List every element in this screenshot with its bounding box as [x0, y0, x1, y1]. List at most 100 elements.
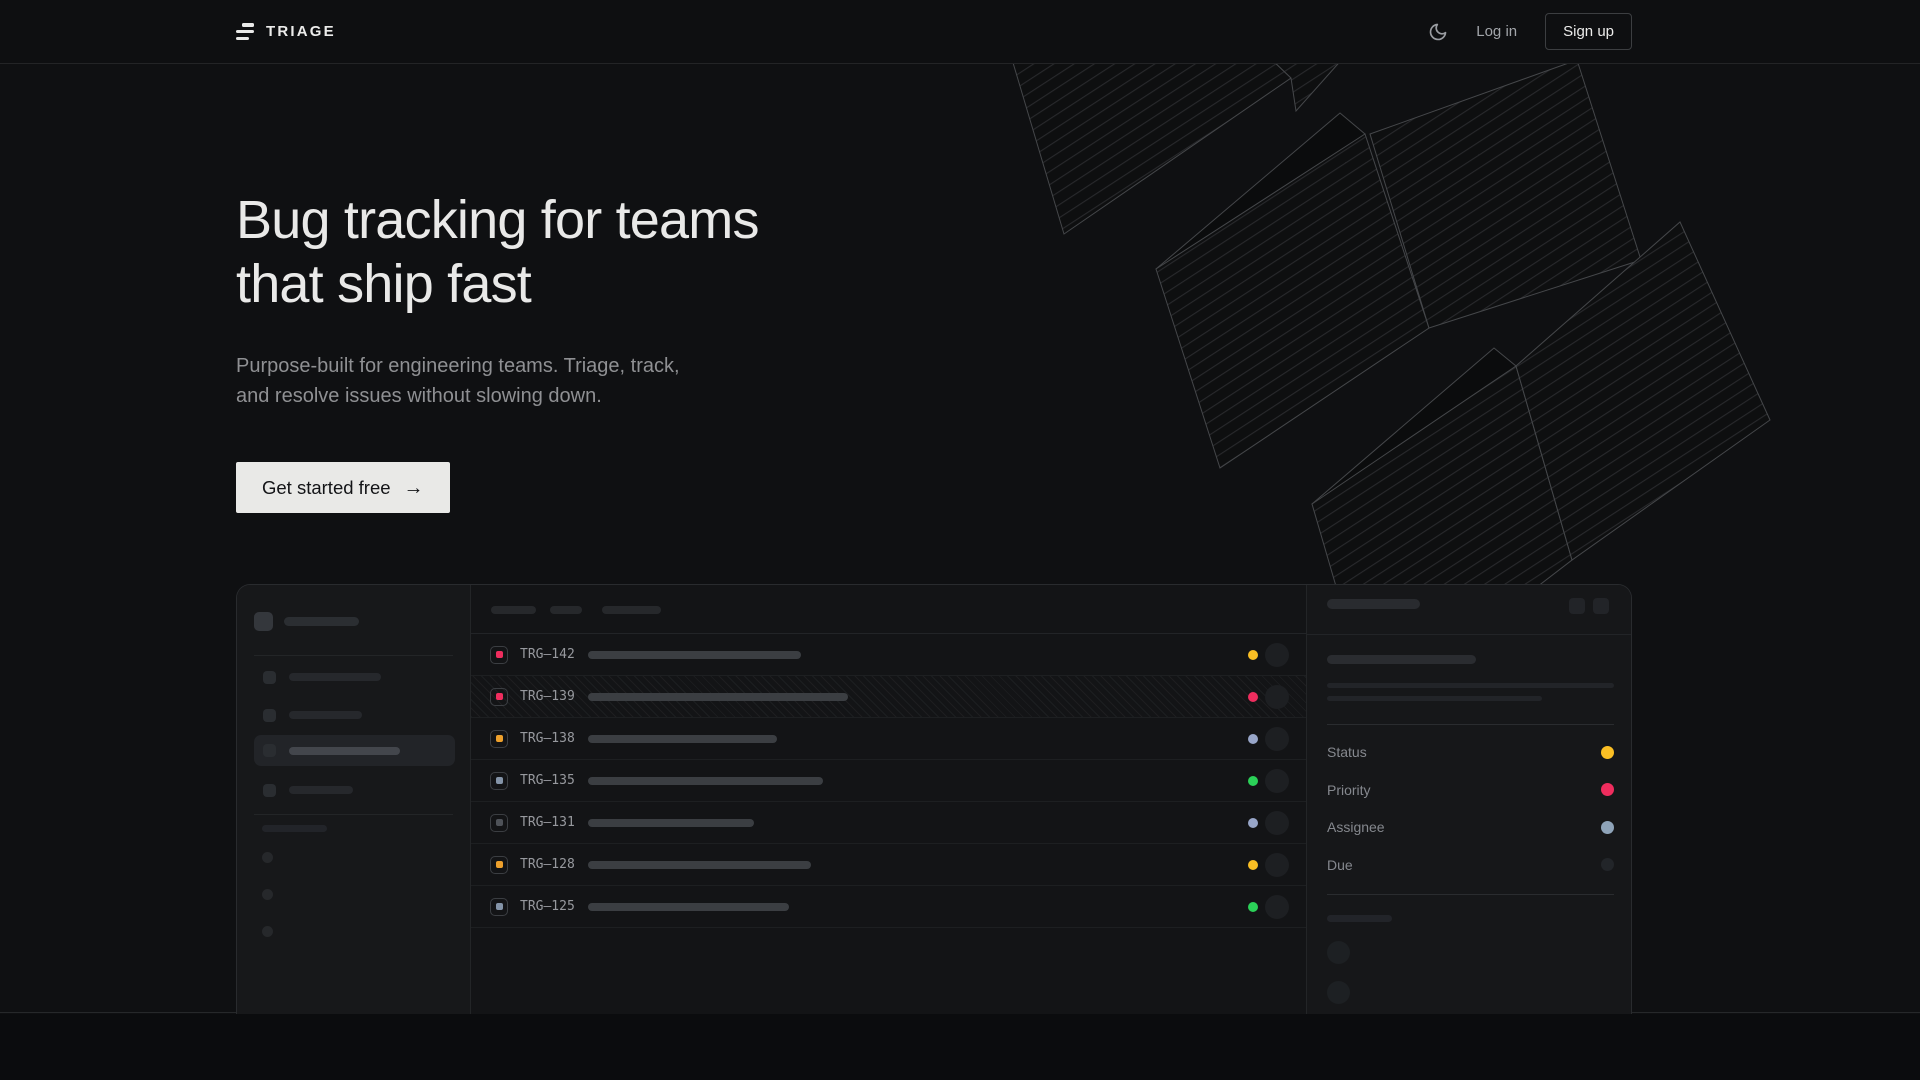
issue-status-dot — [1248, 691, 1258, 702]
detail-divider — [1307, 634, 1631, 635]
hero-section: Bug tracking for teams that ship fast Pu… — [0, 64, 1920, 1077]
mockup-detail-panel: Status Priority Assignee Due — [1306, 585, 1631, 1077]
issue-id: TRG–135 — [520, 773, 575, 788]
detail-title-skeleton — [1327, 655, 1476, 664]
hero-heading-line2: that ship fast — [236, 254, 532, 314]
issue-assignee-avatar — [1265, 726, 1289, 751]
issue-type-icon — [490, 897, 508, 916]
issue-row: TRG–128 — [471, 844, 1306, 886]
detail-header-skeleton — [1327, 599, 1420, 609]
detail-field-dot — [1601, 745, 1614, 759]
issue-type-icon — [490, 729, 508, 748]
detail-field-row: Status — [1327, 742, 1614, 762]
tab-skeleton — [602, 606, 661, 614]
issue-status-dot — [1248, 649, 1258, 660]
issue-status-dot — [1248, 859, 1258, 870]
issue-title-skeleton — [587, 692, 848, 701]
detail-action-skeleton — [1569, 598, 1585, 614]
sidebar-section-skeleton — [262, 825, 327, 832]
login-link[interactable]: Log in — [1476, 23, 1518, 40]
hero-heading: Bug tracking for teams that ship fast — [236, 188, 759, 316]
detail-divider — [1327, 894, 1614, 895]
issue-id: TRG–138 — [520, 731, 575, 746]
issue-row: TRG–142 — [471, 634, 1306, 676]
issue-type-icon — [490, 645, 508, 664]
issue-assignee-avatar — [1265, 768, 1289, 793]
triage-logo-icon — [236, 23, 254, 40]
detail-avatar-skeleton — [1327, 981, 1350, 1004]
issue-type-icon — [490, 687, 508, 706]
detail-field-label: Due — [1327, 856, 1353, 873]
sidebar-dot-skeleton — [262, 889, 273, 900]
issue-type-icon — [490, 813, 508, 832]
top-nav: TRIAGE Log in Sign up — [0, 0, 1920, 64]
issue-id: TRG–131 — [520, 815, 575, 830]
sidebar-divider — [254, 814, 453, 815]
issue-title-skeleton — [587, 818, 754, 827]
hero-heading-line1: Bug tracking for teams — [236, 190, 759, 250]
hero-subtitle: Purpose-built for engineering teams. Tri… — [236, 355, 680, 407]
app-mockup: TRG–142 TRG–139 TRG–138 TRG–135 — [236, 584, 1632, 1077]
issue-title-skeleton — [587, 734, 777, 743]
sidebar-nav-item-active-skeleton — [254, 735, 455, 766]
detail-field-row: Due — [1327, 855, 1614, 875]
footer-band — [0, 1014, 1920, 1080]
detail-field-label: Priority — [1327, 781, 1371, 798]
detail-divider — [1327, 724, 1614, 725]
workspace-name-skeleton — [284, 617, 359, 626]
sidebar-nav-item-skeleton — [254, 702, 455, 728]
sidebar-nav-item-skeleton — [254, 777, 455, 803]
detail-action-skeleton — [1593, 598, 1609, 614]
issue-assignee-avatar — [1265, 642, 1289, 667]
tab-skeleton — [550, 606, 582, 614]
issue-list-header — [471, 585, 1306, 634]
issue-title-skeleton — [587, 860, 811, 869]
sidebar-dot-skeleton — [262, 852, 273, 863]
issue-assignee-avatar — [1265, 894, 1289, 919]
issue-row: TRG–135 — [471, 760, 1306, 802]
brand-name: TRIAGE — [266, 23, 336, 40]
mockup-issue-list: TRG–142 TRG–139 TRG–138 TRG–135 — [471, 585, 1306, 1077]
issue-title-skeleton — [587, 902, 789, 911]
signup-button[interactable]: Sign up — [1545, 13, 1632, 50]
issue-id: TRG–142 — [520, 647, 575, 662]
theme-toggle-button[interactable] — [1428, 22, 1448, 42]
detail-desc-skeleton — [1327, 683, 1614, 688]
issue-row: TRG–131 — [471, 802, 1306, 844]
tab-skeleton — [491, 606, 536, 614]
issue-type-icon — [490, 855, 508, 874]
sidebar-nav-item-skeleton — [254, 664, 455, 690]
issue-id: TRG–125 — [520, 899, 575, 914]
detail-section-skeleton — [1327, 915, 1392, 922]
detail-avatar-skeleton — [1327, 941, 1350, 964]
issue-row: TRG–125 — [471, 886, 1306, 928]
issue-type-icon — [490, 771, 508, 790]
moon-icon — [1429, 23, 1447, 40]
detail-field-dot — [1601, 820, 1614, 834]
cta-label: Get started free — [262, 476, 391, 498]
issue-assignee-avatar — [1265, 852, 1289, 877]
issue-assignee-avatar — [1265, 684, 1289, 709]
issue-assignee-avatar — [1265, 810, 1289, 835]
issue-row: TRG–139 — [471, 676, 1306, 718]
issue-id: TRG–139 — [520, 689, 575, 704]
detail-field-row: Assignee — [1327, 817, 1614, 837]
sidebar-dot-skeleton — [262, 926, 273, 937]
get-started-button[interactable]: Get started free → — [236, 462, 450, 513]
detail-field-dot — [1601, 783, 1614, 796]
brand-logo[interactable]: TRIAGE — [236, 23, 336, 40]
arrow-right-icon: → — [403, 476, 424, 499]
nav-actions: Log in Sign up — [1428, 13, 1632, 50]
detail-field-row: Priority — [1327, 780, 1614, 800]
detail-field-label: Assignee — [1327, 819, 1385, 835]
issue-status-dot — [1248, 817, 1258, 828]
detail-field-dot — [1601, 858, 1614, 871]
issue-title-skeleton — [587, 650, 801, 659]
detail-field-label: Status — [1327, 744, 1367, 760]
issue-status-dot — [1248, 733, 1258, 744]
detail-desc-skeleton — [1327, 696, 1542, 701]
issue-rows: TRG–142 TRG–139 TRG–138 TRG–135 — [471, 634, 1306, 928]
issue-title-skeleton — [587, 776, 823, 785]
issue-id: TRG–128 — [520, 857, 575, 872]
